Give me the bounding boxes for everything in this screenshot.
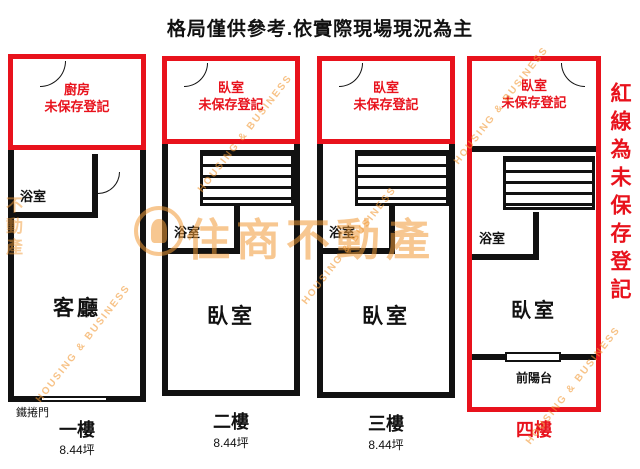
floor3-bedroom-label: 臥室 <box>362 305 410 328</box>
floor2-bedroom-label: 臥室 <box>207 305 255 328</box>
floor2-bath-wall <box>168 248 240 254</box>
floor4-balcony-label: 前陽台 <box>515 371 552 385</box>
floor3-bedroom-red-name: 臥室 <box>372 80 399 95</box>
floor4-unregistered-outline <box>467 56 601 412</box>
floor1-roller-door-gap <box>42 396 106 402</box>
floor3-bedroom-red-label: 臥室 未保存登記 <box>317 80 455 114</box>
floor1-roller-door-note: 鐵捲門 <box>16 407 49 419</box>
floor2-bedroom-red-label: 臥室 未保存登記 <box>162 80 300 114</box>
floor1-kitchen-name: 廚房 <box>63 82 90 97</box>
floor1-area: 8.44坪 <box>59 443 95 457</box>
plan-floor1: 廚房 未保存登記 浴室 客廳 <box>8 54 146 402</box>
floor4-inner-wall-top <box>472 146 596 152</box>
disclaimer-title: 格局僅供參考.依實際現場現況為主 <box>166 19 474 40</box>
floor3-stairs <box>355 150 449 206</box>
floor2-stairs <box>200 150 294 206</box>
floor2-bedroom-red-name: 臥室 <box>217 80 244 95</box>
floor1-bathroom-label: 浴室 <box>20 189 47 204</box>
floor2-unregistered-bedroom-outline <box>162 56 300 144</box>
floor3-bath-wall <box>323 248 395 254</box>
floor1-kitchen-note: 未保存登記 <box>44 98 110 114</box>
floor3-bathroom-label: 浴室 <box>329 225 356 240</box>
floor1-name: 一樓 <box>59 420 95 440</box>
floor3-bath-wall-vertical <box>389 206 395 254</box>
floor4-balcony-window <box>505 352 561 362</box>
plan-floor2: 臥室 未保存登記 浴室 臥室 <box>162 56 300 396</box>
floor4-stairs <box>503 156 595 210</box>
plan-floor4: 臥室 未保存登記 浴室 臥室 前陽台 <box>467 56 601 412</box>
floor2-name: 二樓 <box>213 412 249 432</box>
floor2-bathroom-label: 浴室 <box>174 225 201 240</box>
floor4-bedroom-red-name: 臥室 <box>520 78 547 93</box>
floor4-bath-wall-vertical <box>533 212 539 260</box>
floor2-area: 8.44坪 <box>213 436 249 450</box>
floor4-name: 四樓 <box>516 420 552 440</box>
floor4-bath-wall <box>472 254 538 260</box>
red-line-legend: 紅線為未保存登記 <box>608 82 631 306</box>
floor1-unregistered-kitchen-outline <box>8 54 146 150</box>
floor4-bedroom-label: 臥室 <box>511 300 557 322</box>
floor2-bath-wall-vertical <box>234 206 240 254</box>
floor1-bath-wall <box>14 212 96 218</box>
floor2-bedroom-red-note: 未保存登記 <box>198 96 264 112</box>
floor3-bedroom-red-note: 未保存登記 <box>353 96 419 112</box>
floor4-bedroom-red-note: 未保存登記 <box>501 94 567 110</box>
floor3-name: 三樓 <box>368 414 404 434</box>
floor4-bedroom-red-label: 臥室 未保存登記 <box>467 78 601 112</box>
floor4-bathroom-label: 浴室 <box>479 231 506 246</box>
floor1-bath-wall-vertical <box>92 154 98 218</box>
floor1-livingroom-label: 客廳 <box>53 297 101 320</box>
plan-floor3: 臥室 未保存登記 浴室 臥室 <box>317 56 455 398</box>
floor1-kitchen-label: 廚房 未保存登記 <box>8 82 146 116</box>
floor3-area: 8.44坪 <box>368 438 404 452</box>
